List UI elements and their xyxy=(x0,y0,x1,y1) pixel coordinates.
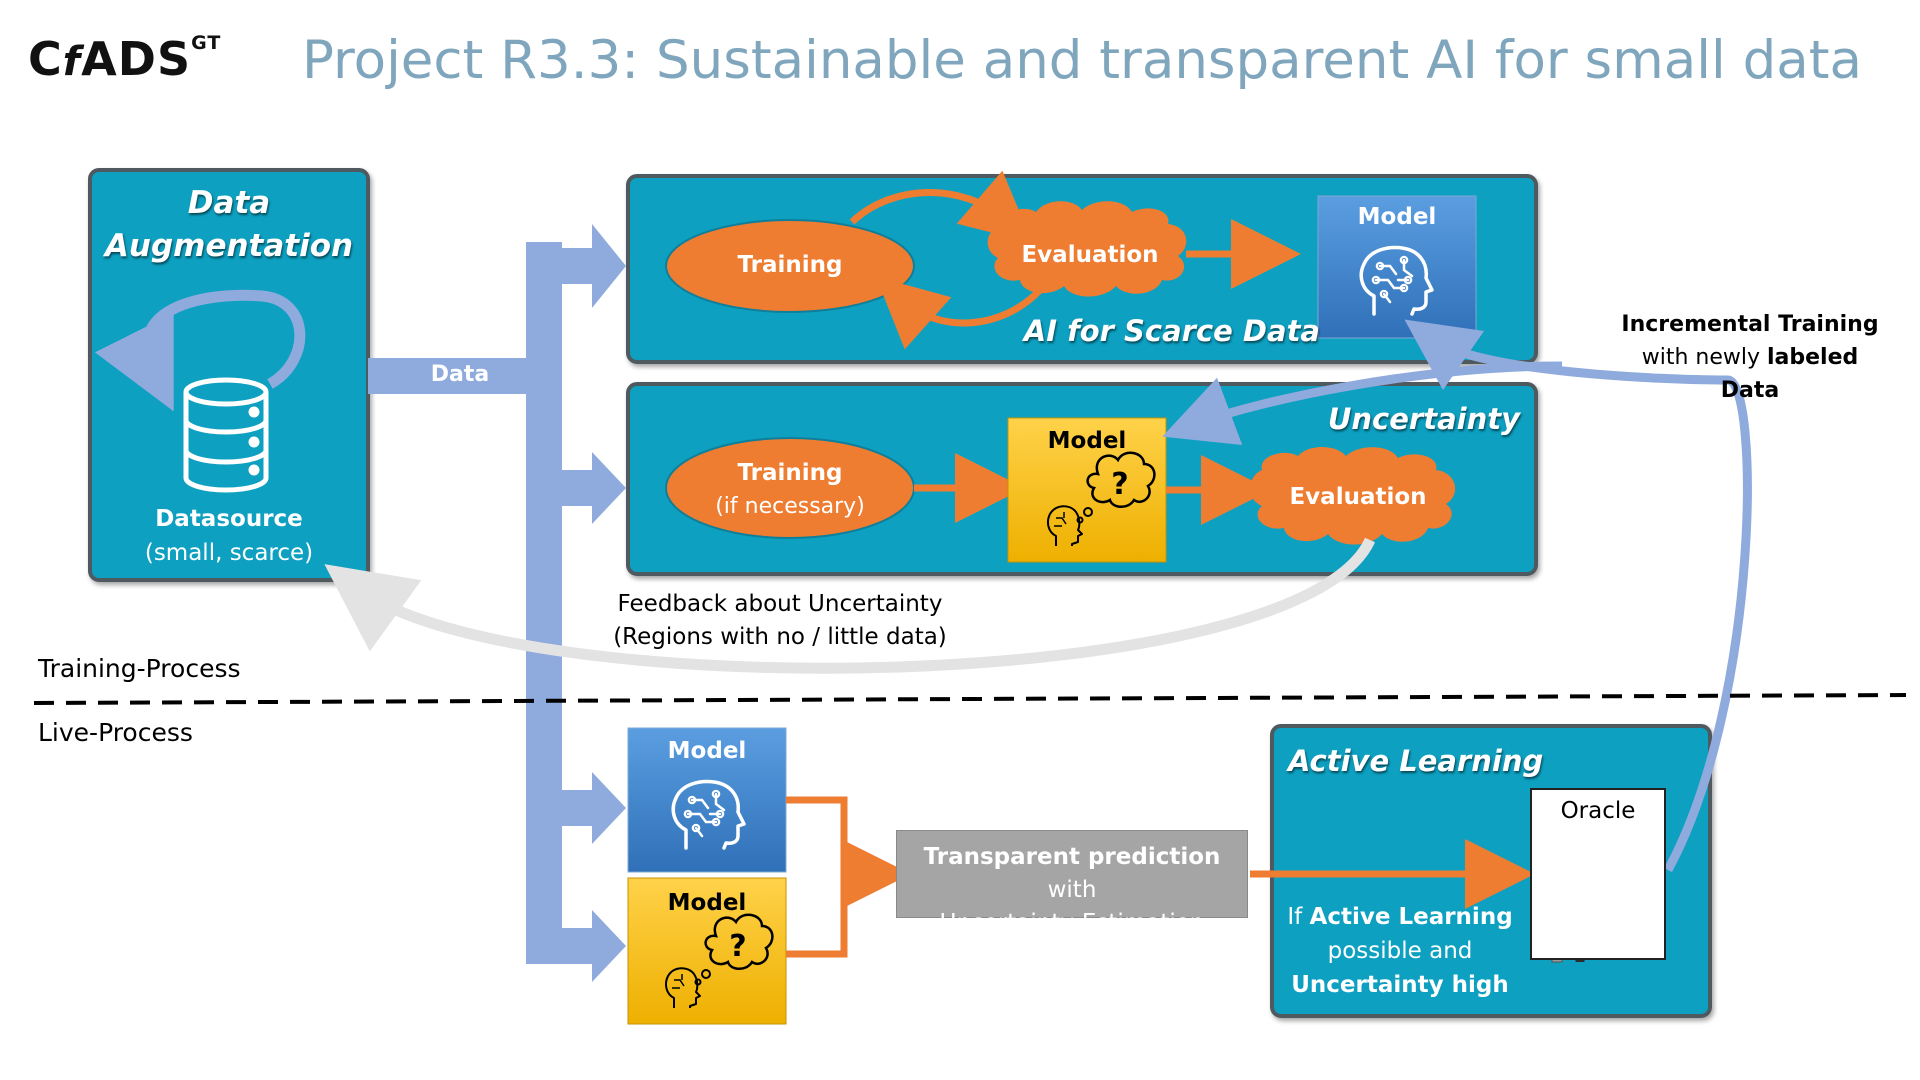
cfads-logo: CfADSGT xyxy=(28,32,221,86)
feedback-line1: Feedback about Uncertainty xyxy=(617,591,943,617)
prediction-bold: Transparent prediction xyxy=(923,844,1221,870)
condition-line3: Uncertainty high xyxy=(1291,972,1509,998)
scarce-training-ellipse xyxy=(665,219,915,313)
uncertainty-evaluation-cloud xyxy=(1249,447,1456,545)
live-model-blue-box xyxy=(627,727,787,873)
evaluation-to-training-arrow xyxy=(875,276,1043,350)
condition-line1: If Active Learning xyxy=(1280,900,1520,934)
feedback-label: Feedback about Uncertainty (Regions with… xyxy=(580,588,980,654)
datasource-label: Datasource xyxy=(155,506,303,532)
condition-line2: possible and xyxy=(1327,938,1473,964)
uncertainty-evaluation-label: Evaluation xyxy=(1289,484,1427,510)
scarce-panel-title: AI for Scarce Data xyxy=(1023,314,1320,348)
uncertainty-training-label: Training xyxy=(737,460,843,486)
scarce-evaluation-label: Evaluation xyxy=(1021,242,1159,268)
data-flow-label: Data xyxy=(430,362,490,387)
training-to-evaluation-arrow xyxy=(849,170,1033,243)
condition-if: If xyxy=(1287,904,1310,930)
incremental-training-label: Incremental Training with newly labeled … xyxy=(1600,308,1900,407)
logo-c: C xyxy=(28,32,63,86)
oracle-label: Oracle xyxy=(1560,798,1636,824)
logo-f: f xyxy=(62,39,82,85)
data-augmentation-title: Data Augmentation xyxy=(90,182,368,268)
data-augmentation-title-line1: Data xyxy=(187,185,271,221)
scarce-model-box xyxy=(1317,195,1477,339)
uncertainty-panel-title: Uncertainty xyxy=(1327,402,1520,436)
data-flow-arrows xyxy=(368,224,626,982)
transparent-prediction-box: Transparent prediction with Uncertainty-… xyxy=(896,830,1248,936)
logo-gt: GT xyxy=(191,31,222,54)
prediction-rest: with xyxy=(1047,877,1097,903)
live-process-label: Live-Process xyxy=(38,718,193,747)
database-icon xyxy=(183,377,269,493)
live-model-yellow-label: Model xyxy=(667,890,747,916)
uncertainty-model-box xyxy=(1007,417,1167,563)
incremental-line3: Data xyxy=(1720,378,1780,403)
prediction-merge-connector xyxy=(786,796,848,958)
page-title: Project R3.3: Sustainable and transparen… xyxy=(302,30,1862,91)
scarce-evaluation-cloud xyxy=(987,201,1187,297)
uncertainty-training-ellipse xyxy=(665,437,915,539)
live-model-blue-label: Model xyxy=(667,738,747,764)
incremental-to-uncertainty-arrow xyxy=(1162,361,1563,446)
datasource-subtitle: (small, scarce) xyxy=(144,540,314,566)
uncertainty-model-label: Model xyxy=(1047,428,1127,454)
data-augmentation-title-line2: Augmentation xyxy=(104,228,354,264)
active-learning-title: Active Learning xyxy=(1288,744,1544,778)
process-divider xyxy=(33,693,1907,705)
prediction-line2: Uncertainty-Estimation xyxy=(939,910,1205,936)
oracle-box xyxy=(1530,788,1666,960)
feedback-arrow xyxy=(324,537,1376,674)
scarce-model-label: Model xyxy=(1357,204,1437,230)
cycle-arrow-icon xyxy=(94,289,306,412)
incremental-line2: with newly labeled xyxy=(1600,341,1900,374)
feedback-line2: (Regions with no / little data) xyxy=(613,624,947,650)
live-model-yellow-box xyxy=(627,877,787,1025)
training-process-label: Training-Process xyxy=(38,654,241,683)
prediction-line1: Transparent prediction with xyxy=(897,841,1247,907)
active-learning-condition: If Active Learning possible and Uncertai… xyxy=(1280,900,1520,1002)
incremental-line1: Incremental Training xyxy=(1621,312,1879,337)
incremental-line2-bold: labeled xyxy=(1767,345,1859,370)
condition-bold1: Active Learning xyxy=(1309,904,1513,930)
scarce-training-label: Training xyxy=(737,252,843,278)
uncertainty-training-sub: (if necessary) xyxy=(715,494,865,519)
incremental-line2-prefix: with newly xyxy=(1641,345,1767,370)
logo-ads: ADS xyxy=(81,32,192,86)
